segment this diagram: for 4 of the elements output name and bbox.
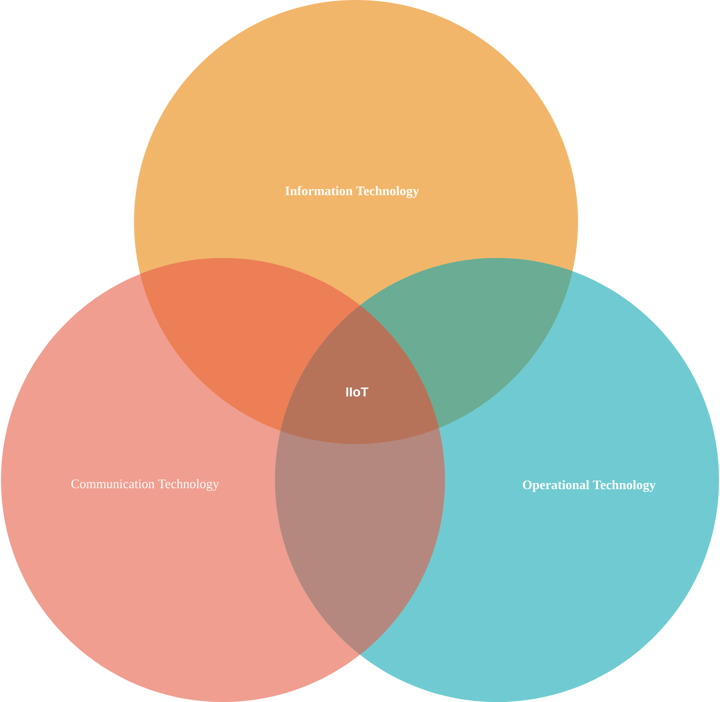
circle-label: Information Technology (285, 186, 419, 198)
circle-label: Operational Technology (522, 480, 656, 492)
center-label: IIoT (346, 387, 368, 397)
circle-label: Communication Technology (71, 479, 220, 491)
